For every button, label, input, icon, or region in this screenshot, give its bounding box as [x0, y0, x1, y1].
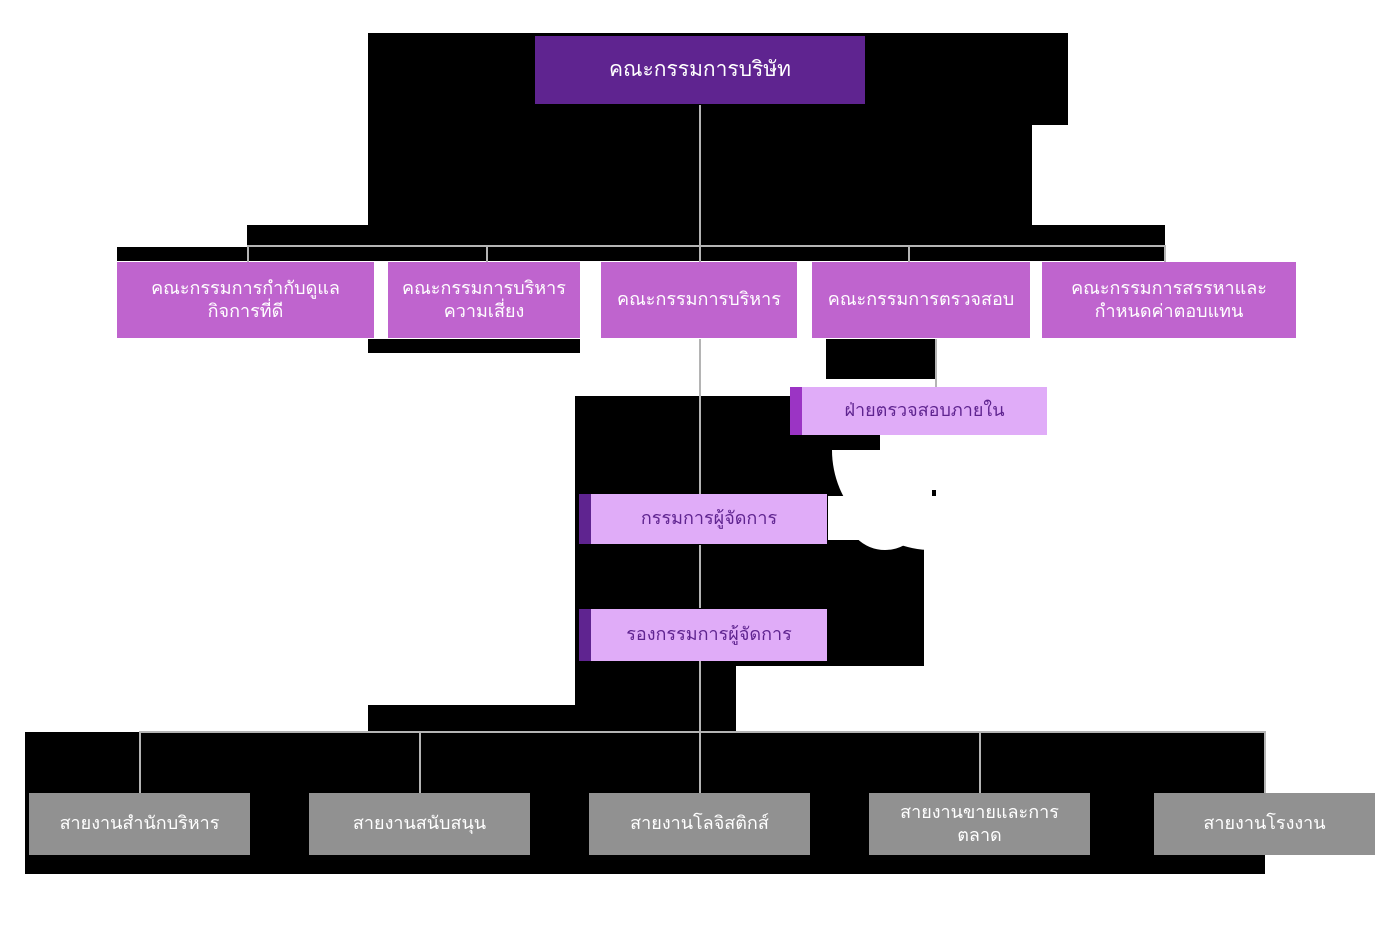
- node-deputy-managing-director[interactable]: รองกรรมการผู้จัดการ: [579, 609, 827, 661]
- node-label: สายงานโรงงาน: [1203, 813, 1326, 835]
- node-division-factory[interactable]: สายงานโรงงาน: [1154, 793, 1375, 855]
- node-label: ฝ่ายตรวจสอบภายใน: [844, 400, 1005, 422]
- connector-drop-factory: [1264, 731, 1266, 793]
- connector-deputy-to-divisions: [699, 661, 701, 732]
- node-label: สายงานสนับสนุน: [352, 813, 487, 835]
- backdrop-plate: [826, 339, 936, 379]
- node-label: สายงานขายและการตลาด: [900, 801, 1059, 846]
- connector-drop-audit: [908, 245, 910, 263]
- node-executive-committee[interactable]: คณะกรรมการบริหาร: [601, 262, 797, 338]
- node-label: คณะกรรมการสรรหาและกำหนดค่าตอบแทน: [1071, 277, 1267, 322]
- connector-board-down: [699, 105, 701, 247]
- backdrop-plate: [368, 705, 736, 732]
- node-division-admin-office[interactable]: สายงานสำนักบริหาร: [29, 793, 250, 855]
- connector-executive-to-md: [699, 339, 701, 494]
- connector-curve-cutout: [880, 430, 936, 490]
- connector-division-bar: [139, 731, 1265, 733]
- node-label: คณะกรรมการบริหาร: [617, 289, 781, 311]
- node-risk-management-committee[interactable]: คณะกรรมการบริหารความเสี่ยง: [388, 262, 580, 338]
- backdrop-plate: [25, 732, 1265, 796]
- node-label: คณะกรรมการบริษัท: [608, 57, 791, 82]
- connector-drop-executive: [699, 245, 701, 263]
- node-label: คณะกรรมการกำกับดูแลกิจการที่ดี: [151, 277, 340, 322]
- connector-drop-logistics: [699, 731, 701, 793]
- node-label: กรรมการผู้จัดการ: [640, 508, 778, 530]
- node-audit-committee[interactable]: คณะกรรมการตรวจสอบ: [812, 262, 1030, 338]
- node-label: คณะกรรมการบริหารความเสี่ยง: [402, 277, 566, 322]
- node-internal-audit-department[interactable]: ฝ่ายตรวจสอบภายใน: [790, 387, 1047, 435]
- node-board-of-directors[interactable]: คณะกรรมการบริษัท: [535, 36, 865, 104]
- connector-drop-sales-marketing: [979, 731, 981, 793]
- node-division-sales-marketing[interactable]: สายงานขายและการตลาด: [869, 793, 1090, 855]
- node-label: สายงานโลจิสติกส์: [630, 813, 769, 835]
- backdrop-plate: [368, 339, 580, 353]
- backdrop-plate: [828, 540, 924, 666]
- node-division-logistics[interactable]: สายงานโลจิสติกส์: [589, 793, 810, 855]
- connector-drop-admin-office: [139, 731, 141, 793]
- node-label: รองกรรมการผู้จัดการ: [626, 624, 792, 646]
- node-managing-director[interactable]: กรรมการผู้จัดการ: [579, 494, 827, 544]
- connector-drop-nomination: [1164, 245, 1166, 263]
- connector-audit-to-internal-audit: [935, 339, 937, 387]
- connector-committee-bar: [247, 245, 1165, 247]
- connector-md-to-deputy: [699, 545, 701, 608]
- connector-drop-risk: [486, 245, 488, 263]
- node-label: สายงานสำนักบริหาร: [59, 813, 220, 835]
- node-corporate-governance-committee[interactable]: คณะกรรมการกำกับดูแลกิจการที่ดี: [117, 262, 374, 338]
- backdrop-plate: [117, 247, 1165, 261]
- backdrop-plate: [247, 225, 1165, 247]
- connector-drop-support: [419, 731, 421, 793]
- node-label: คณะกรรมการตรวจสอบ: [827, 289, 1015, 311]
- node-division-support[interactable]: สายงานสนับสนุน: [309, 793, 530, 855]
- connector-drop-governance: [247, 245, 249, 263]
- node-nomination-remuneration-committee[interactable]: คณะกรรมการสรรหาและกำหนดค่าตอบแทน: [1042, 262, 1296, 338]
